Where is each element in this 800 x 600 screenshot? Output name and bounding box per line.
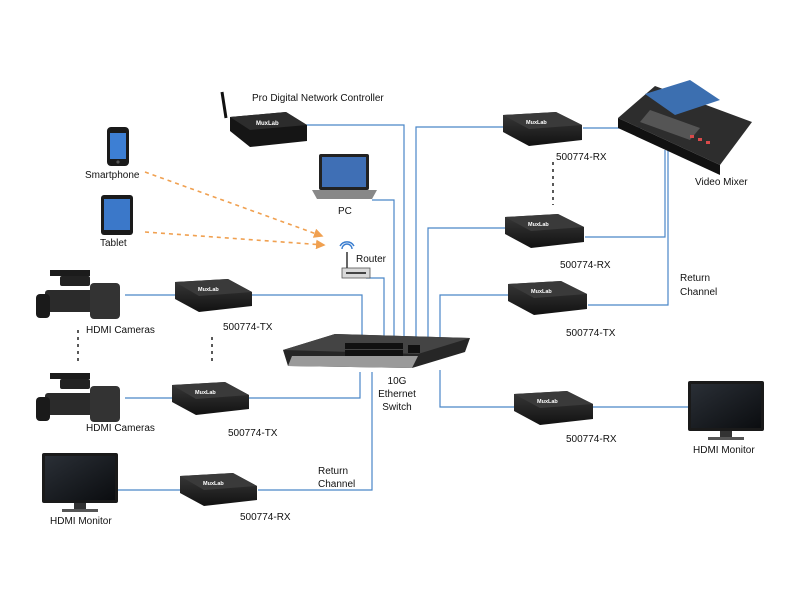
svg-text:MuxLab: MuxLab [528, 222, 549, 228]
tx1-extender-device: MuxLab [175, 279, 252, 312]
router-icon [339, 241, 371, 279]
label-switch-line-3: Switch [382, 402, 412, 413]
cable-rx-bl-switch [258, 372, 373, 491]
label-network-controller: Pro Digital Network Controller [252, 93, 384, 104]
label-hdmi-monitor-left: HDMI Monitor [50, 516, 112, 527]
label-pc: PC [338, 206, 352, 217]
cable-controller [300, 124, 405, 338]
cable-tx-right [439, 294, 510, 338]
tablet-icon [101, 195, 133, 235]
tx-right-extender-device: MuxLab [508, 281, 587, 315]
svg-text:MuxLab: MuxLab [526, 120, 547, 126]
hdmi-camera-2-icon [36, 373, 120, 422]
svg-text:MuxLab: MuxLab [531, 289, 552, 295]
label-switch-line-2: Ethernet [378, 389, 416, 400]
rx-bottom-right-extender-device: MuxLab [514, 391, 593, 425]
label-hdmi-cameras-2: HDMI Cameras [86, 423, 155, 434]
cable-mixer-rx-mid [585, 150, 666, 238]
controller-brand-logo: MuxLab [256, 121, 279, 127]
cable-router [366, 277, 385, 338]
label-return-left-1: Return [318, 466, 349, 477]
cable-rx-bottom-right [439, 370, 515, 408]
label-smartphone: Smartphone [85, 170, 140, 181]
cable-pc [372, 199, 395, 338]
smartphone-icon [107, 127, 129, 166]
hdmi-monitor-left-icon [42, 453, 118, 512]
label-switch-line-1: 10G [387, 376, 407, 387]
cable-tx1-switch [250, 294, 363, 338]
wireless-link-smartphone [144, 171, 324, 238]
video-mixer-device [618, 80, 752, 175]
cable-rx-mid [427, 227, 510, 338]
hdmi-monitor-right-icon [688, 381, 764, 440]
label-rx-mid: 500774-RX [560, 260, 611, 271]
ethernet-switch-device [283, 334, 470, 368]
label-tx2: 500774-TX [228, 428, 278, 439]
svg-text:MuxLab: MuxLab [537, 399, 558, 405]
network-controller-device: MuxLab [220, 91, 307, 147]
label-tx1: 500774-TX [223, 322, 273, 333]
label-hdmi-cameras-1: HDMI Cameras [86, 325, 155, 336]
hdmi-camera-1-icon [36, 270, 120, 319]
label-return-left-2: Channel [318, 479, 356, 490]
label-return-right-1: Return [680, 273, 711, 284]
rx-bottom-left-extender-device: MuxLab [180, 473, 257, 506]
pc-laptop-icon [312, 154, 377, 199]
label-rx-bottom-left: 500774-RX [240, 512, 291, 523]
label-tx-right: 500774-TX [566, 328, 616, 339]
label-router: Router [356, 254, 387, 265]
label-rx-bottom-right: 500774-RX [566, 434, 617, 445]
svg-text:MuxLab: MuxLab [198, 287, 219, 293]
label-hdmi-monitor-right: HDMI Monitor [693, 445, 755, 456]
label-rx-top: 500774-RX [556, 152, 607, 163]
wireless-link-tablet [144, 231, 326, 250]
svg-text:MuxLab: MuxLab [195, 390, 216, 396]
rx-top-extender-device: MuxLab [503, 112, 582, 146]
cable-tx2-switch [248, 372, 361, 399]
label-video-mixer: Video Mixer [695, 177, 748, 188]
cable-mixer-return [588, 150, 669, 306]
rx-mid-extender-device: MuxLab [505, 214, 584, 248]
label-tablet: Tablet [100, 238, 127, 249]
svg-text:MuxLab: MuxLab [203, 481, 224, 487]
cable-rx-top [415, 126, 510, 338]
label-return-right-2: Channel [680, 287, 718, 298]
tx2-extender-device: MuxLab [172, 382, 249, 415]
